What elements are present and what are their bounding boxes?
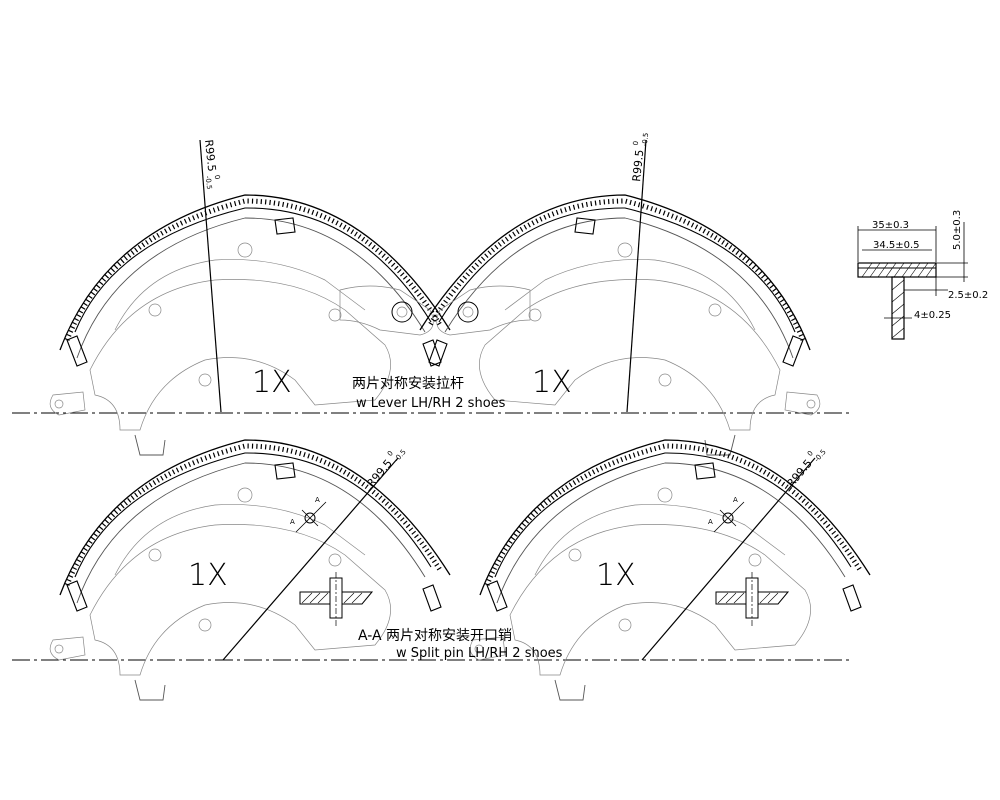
shoe-top-right [420, 195, 820, 455]
shoe-bottom-right [470, 440, 870, 700]
radius-line-top-right [626, 139, 647, 413]
radius-label-top-right: R99.5 0 -0.5 [630, 132, 650, 182]
radius-label-bottom-right: R99.5 0 -0.5 [784, 448, 828, 490]
section-mark-left: A A [290, 496, 327, 533]
quantity-label: 1X [188, 558, 228, 593]
svg-text:R99.5: R99.5 [630, 149, 646, 182]
radius-line-top-left [199, 139, 222, 413]
svg-text:A: A [708, 518, 713, 526]
svg-text:0: 0 [806, 449, 815, 458]
quantity-label: 1X [596, 558, 636, 593]
svg-text:-0.5: -0.5 [813, 448, 828, 464]
cross-section-detail: 35±0.3 34.5±0.5 5.0±0.3 2.5±0.2 4±0.25 [857, 210, 988, 340]
radius-line-bottom-left [222, 457, 399, 661]
split-pin-section-right [715, 572, 790, 628]
dimension-width-outer: 35±0.3 [872, 220, 909, 231]
bottom-caption-cn: A-A 两片对称安装开口销 [358, 628, 512, 644]
top-row: R99.5 0 -0.5 R99.5 0 -0.5 1X 1X 两片对称安装拉杆… [12, 132, 850, 455]
svg-text:0: 0 [213, 175, 221, 180]
svg-text:R99.5: R99.5 [784, 457, 815, 490]
svg-text:A: A [290, 518, 295, 526]
bottom-caption-en: w Split pin LH/RH 2 shoes [396, 646, 563, 661]
bottom-row: R99.5 0 -0.5 R99.5 0 -0.5 A A A A [12, 440, 870, 700]
svg-text:0: 0 [632, 140, 640, 145]
dimension-width-inner: 34.5±0.5 [873, 240, 920, 251]
svg-text:-0.5: -0.5 [393, 448, 408, 464]
svg-text:-0.5: -0.5 [641, 132, 650, 146]
svg-text:R99.5: R99.5 [202, 139, 218, 172]
dimension-height: 5.0±0.3 [952, 210, 963, 250]
radius-label-top-left: R99.5 0 -0.5 [202, 139, 221, 190]
radius-label-bottom-left: R99.5 0 -0.5 [364, 448, 408, 490]
split-pin-section-left [299, 572, 374, 628]
top-caption-cn: 两片对称安装拉杆 [352, 376, 464, 392]
dimension-web-thickness: 4±0.25 [914, 310, 951, 321]
radius-line-bottom-right [641, 457, 816, 661]
dimension-web-gap: 2.5±0.2 [948, 290, 988, 301]
quantity-label: 1X [252, 365, 292, 400]
svg-text:-0.5: -0.5 [204, 175, 213, 189]
shoe-top-left [50, 195, 450, 455]
shoe-bottom-left [50, 440, 450, 700]
quantity-label: 1X [532, 365, 572, 400]
section-mark-right: A A [708, 496, 745, 533]
top-caption-en: w Lever LH/RH 2 shoes [356, 396, 506, 411]
svg-text:R99.5: R99.5 [364, 457, 395, 490]
svg-text:0: 0 [386, 449, 395, 458]
svg-text:A: A [315, 496, 320, 504]
svg-text:A: A [733, 496, 738, 504]
